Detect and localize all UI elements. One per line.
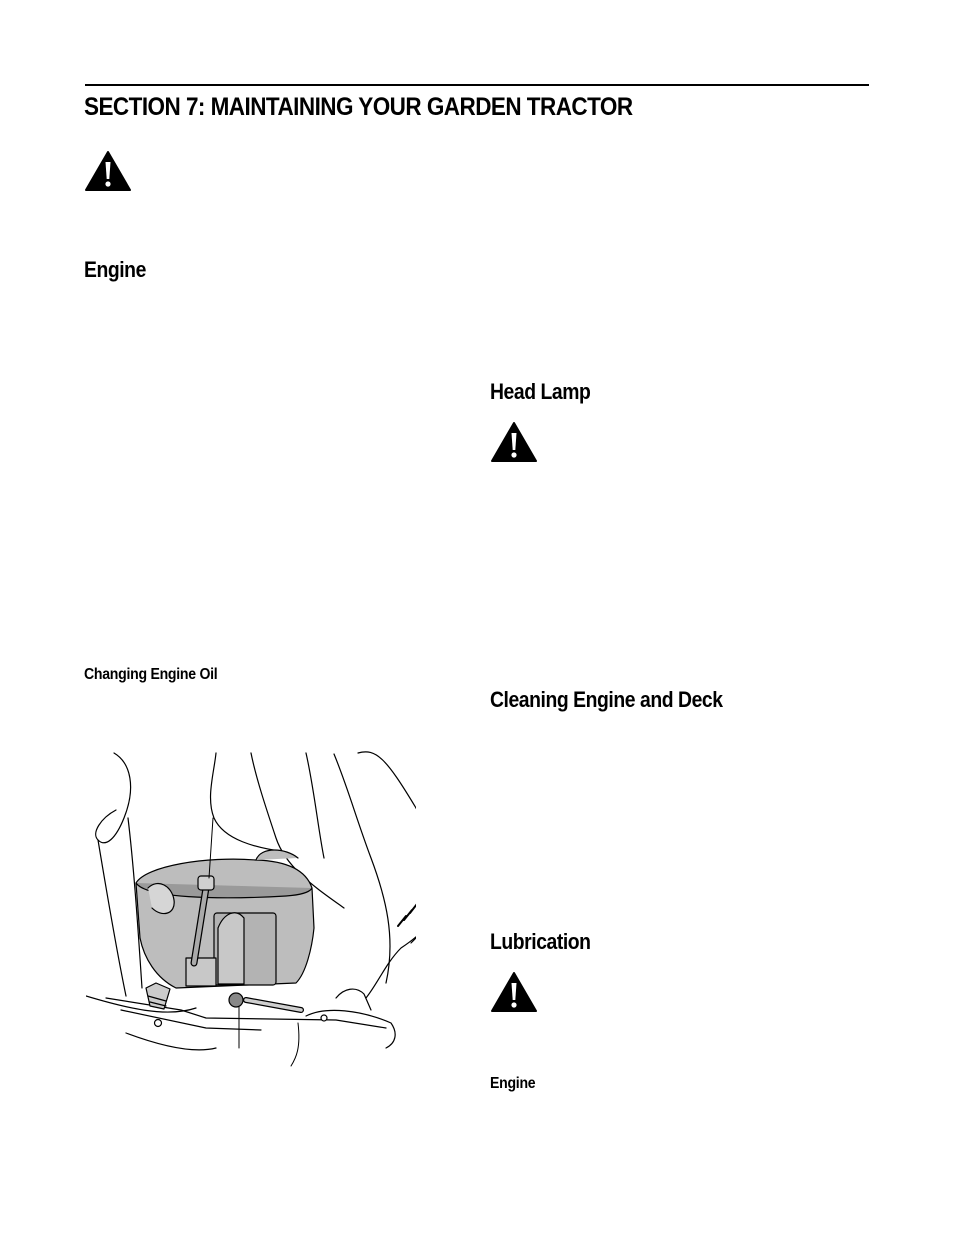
heading-head-lamp: Head Lamp — [490, 379, 591, 404]
section-top-rule — [85, 84, 869, 86]
heading-cleaning-engine-and-deck: Cleaning Engine and Deck — [490, 687, 723, 712]
heading-lubrication: Lubrication — [490, 929, 591, 954]
heading-lubrication-engine: Engine — [490, 1075, 536, 1092]
warning-triangle-icon — [85, 151, 131, 191]
section-title: SECTION 7: MAINTAINING YOUR GARDEN TRACT… — [84, 93, 633, 121]
heading-changing-engine-oil: Changing Engine Oil — [84, 666, 218, 683]
warning-triangle-icon — [491, 972, 537, 1012]
warning-triangle-icon — [491, 422, 537, 462]
engine-oil-illustration — [86, 751, 416, 1067]
heading-engine: Engine — [84, 257, 146, 282]
